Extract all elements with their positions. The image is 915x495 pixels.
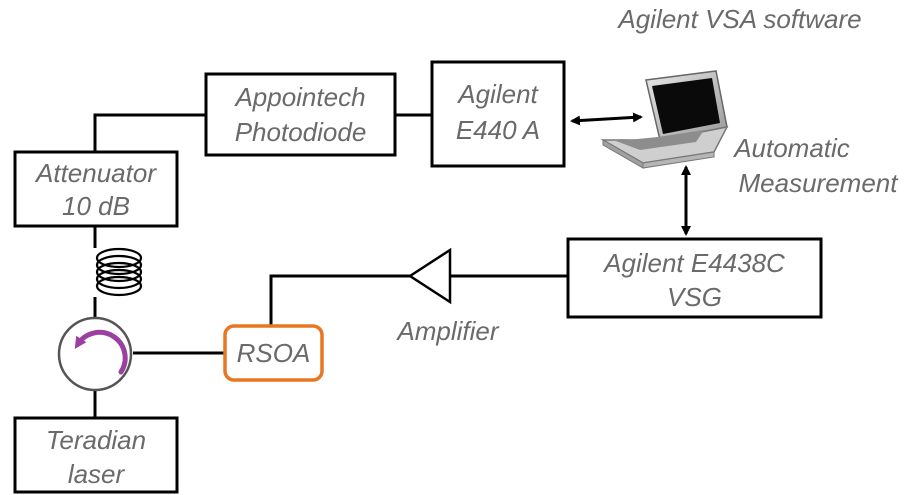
rsoa-label: RSOA bbox=[237, 338, 311, 368]
vsg-label-line1: Agilent E4438C bbox=[602, 248, 785, 278]
fiber-coil-icon bbox=[95, 247, 143, 297]
e440a-label-line2: E440 A bbox=[456, 115, 540, 145]
photodiode-box[interactable]: Appointech Photodiode bbox=[204, 72, 397, 157]
amplifier-triangle-icon bbox=[407, 247, 452, 305]
wire-photodiode-attenuator bbox=[93, 113, 206, 152]
amplifier-label: Amplifier bbox=[395, 316, 499, 346]
circulator-icon bbox=[57, 316, 133, 392]
attenuator-box[interactable]: Attenuator 10 dB bbox=[13, 150, 179, 228]
photodiode-label-line1: Appointech bbox=[233, 82, 365, 112]
rsoa-box[interactable]: RSOA bbox=[223, 324, 324, 382]
vsg-label-line2: VSG bbox=[667, 282, 722, 312]
automatic-label-line1: Automatic bbox=[732, 133, 850, 163]
rsoa-border bbox=[223, 324, 324, 382]
e440a-label-line1: Agilent bbox=[456, 79, 539, 109]
laptop-icon bbox=[600, 70, 729, 169]
vsa-software-label: Agilent VSA software bbox=[616, 4, 861, 34]
attenuator-label-line2: 10 dB bbox=[62, 191, 130, 221]
automatic-label-line2: Measurement bbox=[739, 168, 900, 198]
laser-box[interactable]: Teradian laser bbox=[13, 416, 179, 494]
attenuator-label-line1: Attenuator bbox=[34, 158, 157, 188]
laser-label-line2: laser bbox=[68, 459, 126, 489]
photodiode-label-line2: Photodiode bbox=[235, 117, 367, 147]
arrow-e440a-laptop bbox=[570, 112, 643, 126]
laser-label-line1: Teradian bbox=[46, 425, 146, 455]
e440a-box[interactable]: Agilent E440 A bbox=[430, 60, 566, 168]
wire-rsoa-amplifier bbox=[269, 274, 410, 326]
vsg-box[interactable]: Agilent E4438C VSG bbox=[566, 237, 823, 319]
wires bbox=[93, 112, 691, 418]
